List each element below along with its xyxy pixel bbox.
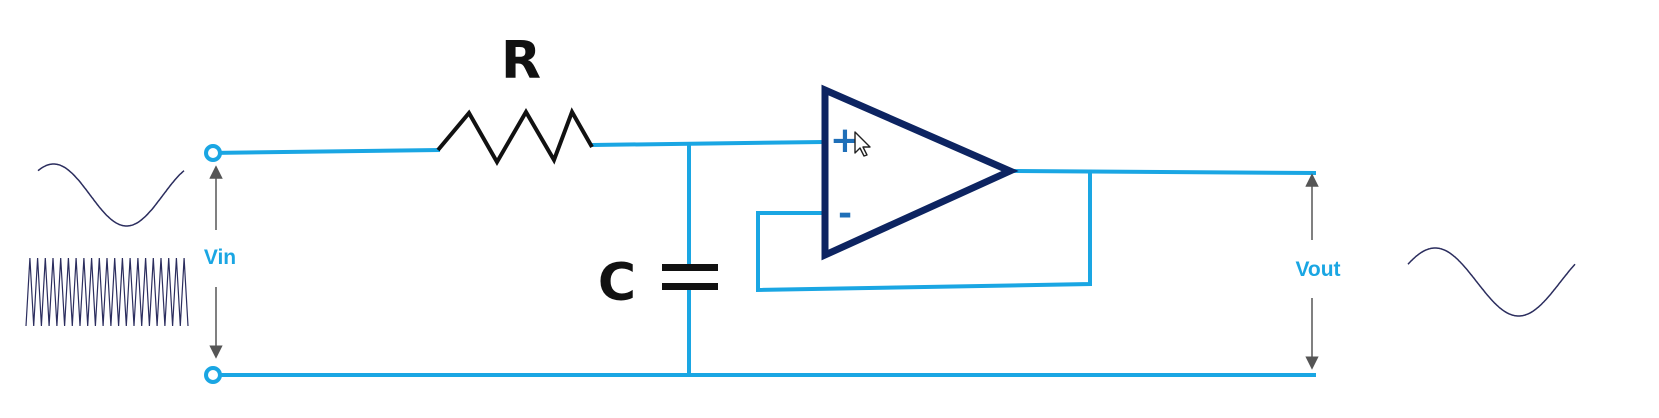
vout-label: Vout [1295,258,1340,281]
opamp-triangle [821,84,1019,261]
vin-label: Vin [204,246,236,269]
output-wire [1009,169,1317,175]
resistor-label: R [501,31,541,91]
capacitor-plate-top [662,264,718,271]
capacitor-symbol [662,264,718,290]
capacitor-label: C [598,253,636,313]
input-high-frequency-wave [25,257,189,327]
input-terminal-bottom [204,366,222,384]
input-wire-top [208,148,441,155]
resistor-symbol [436,107,594,167]
wire-resistor-to-opamp [591,140,825,147]
mouse-pointer-icon [854,131,871,157]
wires [208,140,1317,377]
input-terminal-top [204,144,222,162]
capacitor-plate-bottom [662,283,718,290]
input-low-frequency-sine-wave [37,163,185,227]
output-sine-wave [1407,247,1576,317]
opamp-minus-sign: - [838,194,852,234]
feedback-wire [756,171,1092,293]
